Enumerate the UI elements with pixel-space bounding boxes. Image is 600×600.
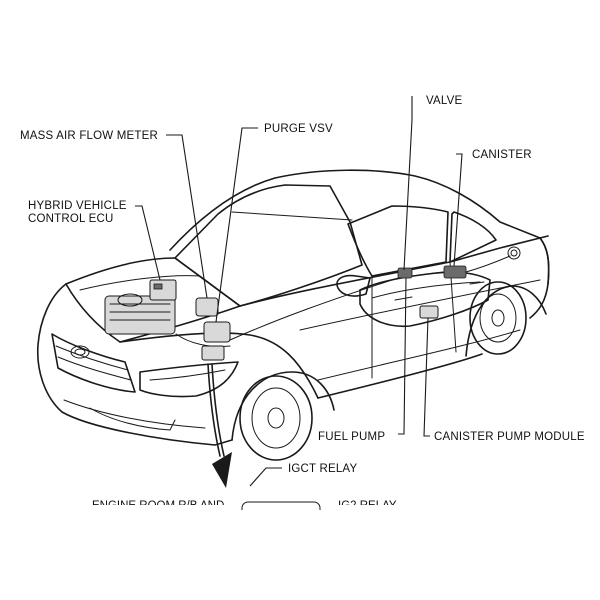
car-hood bbox=[65, 257, 241, 343]
leader-canister bbox=[453, 153, 463, 267]
maf-meter-unit bbox=[195, 297, 219, 317]
engine-room-relay-block bbox=[201, 345, 225, 361]
engine-bay bbox=[79, 275, 241, 361]
leader-lines bbox=[135, 96, 463, 487]
car-grille bbox=[51, 333, 136, 393]
label-valve: VALVE bbox=[426, 95, 462, 107]
leader-canister-pump-module bbox=[423, 317, 430, 437]
purge-vsv-unit bbox=[203, 321, 231, 343]
fuel-system bbox=[229, 255, 511, 341]
car-illustration bbox=[36, 169, 550, 461]
labels: VALVE MASS AIR FLOW METER PURGE VSV CANI… bbox=[20, 95, 585, 512]
car-belt-line bbox=[239, 235, 549, 307]
fuel-pump-unit bbox=[397, 267, 413, 279]
car-front-fender bbox=[36, 283, 233, 446]
canister-unit bbox=[443, 265, 467, 279]
canister-pump-module-unit bbox=[419, 305, 439, 319]
leader-fuel-pump bbox=[398, 277, 407, 435]
leader-igct-relay bbox=[249, 467, 282, 487]
leader-purge-vsv bbox=[215, 127, 258, 323]
label-canister-pump-module: CANISTER PUMP MODULE bbox=[434, 431, 585, 443]
label-ig2-relay-clipped: IG2 RELAY bbox=[338, 500, 397, 512]
leader-mass-air-flow-meter bbox=[166, 134, 208, 299]
leader-valve bbox=[403, 96, 413, 271]
fuel-lines bbox=[229, 255, 511, 341]
label-hybrid-vehicle-line1: HYBRID VEHICLE bbox=[28, 200, 127, 212]
car-rear-side-window bbox=[449, 211, 497, 263]
car-front-wheel bbox=[231, 371, 335, 461]
pointer-arrow bbox=[207, 363, 232, 488]
car-windshield bbox=[174, 184, 363, 307]
hybrid-ecu-unit bbox=[149, 279, 177, 301]
label-mass-air-flow-meter: MASS AIR FLOW METER bbox=[20, 130, 158, 142]
car-roof-outline bbox=[169, 169, 550, 285]
label-hybrid-vehicle-line2: CONTROL ECU bbox=[28, 213, 113, 225]
car-fuel-lid bbox=[507, 246, 521, 260]
label-igct-relay: IGCT RELAY bbox=[288, 463, 357, 475]
car-headlight bbox=[139, 361, 239, 398]
label-purge-vsv: PURGE VSV bbox=[264, 123, 333, 135]
car-emblem bbox=[70, 345, 90, 359]
car-rear-wheel bbox=[465, 281, 547, 357]
label-engine-room-clipped: ENGINE ROOM R/B AND bbox=[92, 500, 224, 512]
label-fuel-pump: FUEL PUMP bbox=[318, 431, 385, 443]
label-canister: CANISTER bbox=[472, 149, 532, 161]
leader-hybrid-vehicle-ecu bbox=[135, 205, 161, 281]
engine-block bbox=[104, 295, 176, 335]
